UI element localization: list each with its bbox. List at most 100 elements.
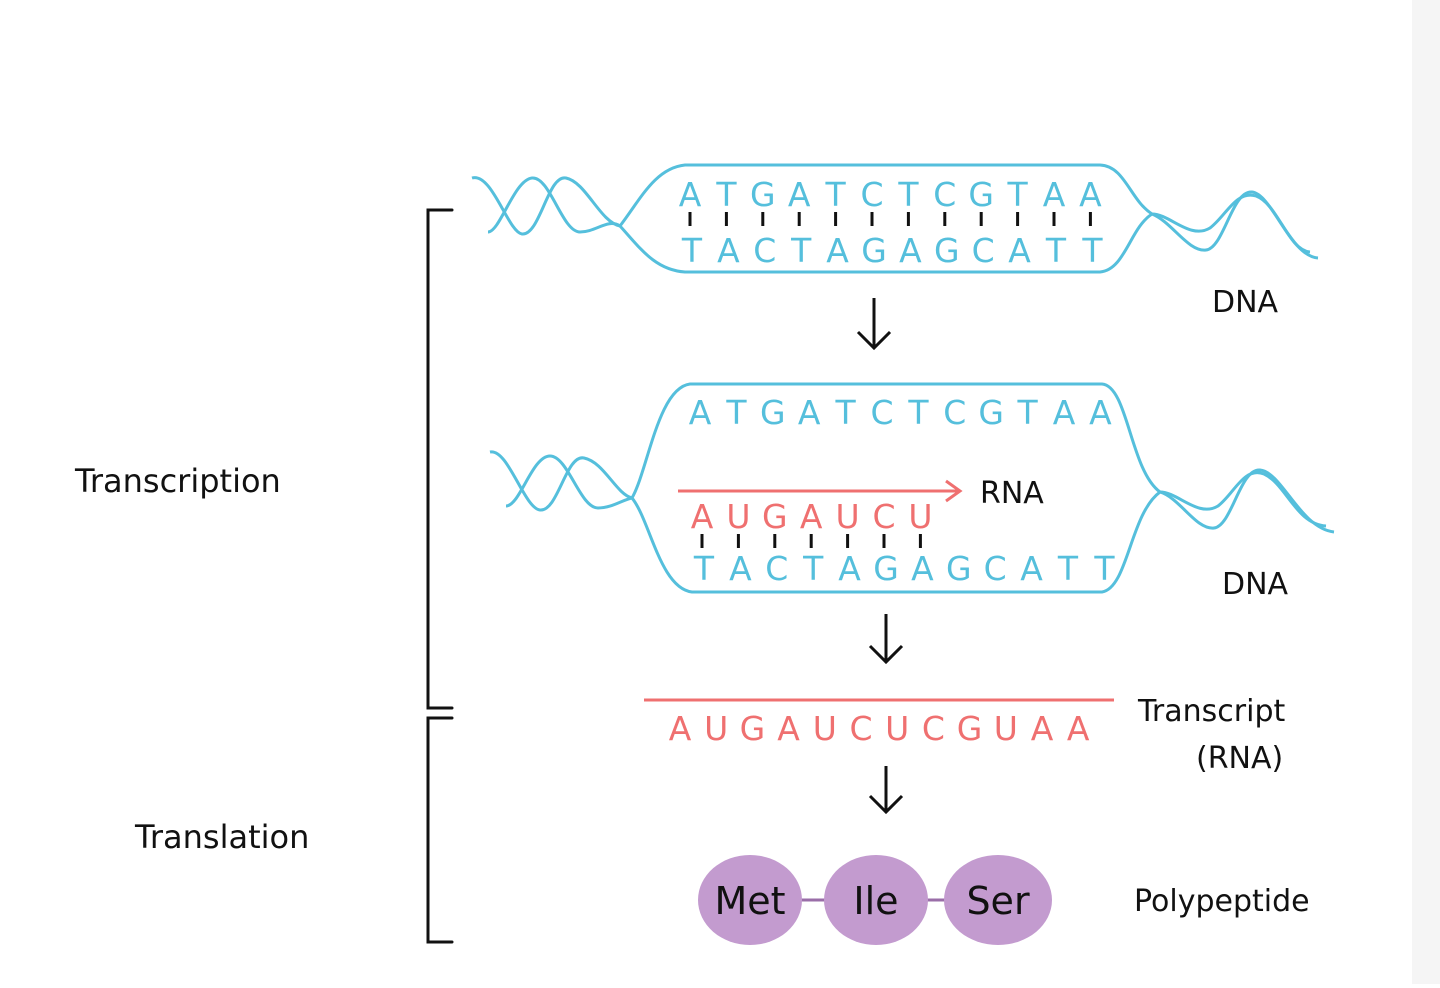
dna2-top-base: G (760, 393, 786, 432)
dna2-bottom-base: C (984, 549, 1007, 588)
dna2-rna-base: U (908, 497, 932, 536)
dna1-bottom-base: T (681, 231, 703, 270)
translation-label: Translation (134, 818, 309, 856)
dna2-bottom-base: C (765, 549, 788, 588)
transcript-label-line2: (RNA) (1196, 741, 1283, 776)
polypeptide-chain: Met Ile Ser (698, 855, 1052, 945)
transcript-base: U (813, 709, 837, 748)
dna1-top-base: G (750, 175, 776, 214)
dna2-bottom-base: A (838, 549, 861, 588)
dna2-rna-base: U (836, 497, 860, 536)
dna2-rna-base: A (800, 497, 823, 536)
dna2-top-base: T (1017, 393, 1039, 432)
dna1-bottom-base: T (790, 231, 812, 270)
amino-acid-ile (824, 855, 928, 945)
transcript-base: U (704, 709, 728, 748)
dna2-left-tail-a (489, 450, 633, 512)
dna2-rna-base: A (691, 497, 714, 536)
dna1-top-base: T (1007, 175, 1029, 214)
dna2-bottom-base: G (873, 549, 899, 588)
transcript-label-line1: Transcript (1137, 694, 1285, 729)
transcript-base: A (669, 709, 692, 748)
translation-bracket (426, 716, 454, 944)
rna-synthesis-arrow (678, 479, 963, 503)
amino-acid-ser (944, 855, 1052, 945)
transcription-bracket (426, 208, 454, 710)
dna1-top-base: A (1079, 175, 1102, 214)
dna2-bottom-base: A (729, 549, 752, 588)
down-arrow-1 (856, 298, 892, 351)
dna2-right-tail-b (1159, 471, 1327, 528)
dna2-bottom-base: T (802, 549, 824, 588)
dna1-top-base: T (715, 175, 737, 214)
dna1-bottom-base: A (826, 231, 849, 270)
dna2-top-base: T (907, 393, 929, 432)
dna2-bottom-base: A (911, 549, 934, 588)
polypeptide-label: Polypeptide (1134, 884, 1310, 919)
amino-acid-ile-label: Ile (853, 879, 898, 923)
transcript-base: A (777, 709, 800, 748)
dna1-left-tail-a (471, 176, 621, 236)
transcript-base: G (957, 709, 983, 748)
dna1-bottom-base: A (899, 231, 922, 270)
dna1-top-base: C (860, 175, 883, 214)
transcript-base: A (1031, 709, 1054, 748)
dna2-top-base: T (725, 393, 747, 432)
dna2-label: DNA (1222, 567, 1289, 602)
dna2-top-base: A (1053, 393, 1076, 432)
dna2-rna-base: G (762, 497, 788, 536)
transcript-base: C (849, 709, 872, 748)
dna1-base-pairs (688, 212, 1092, 226)
dna2-bottom-base: G (946, 549, 972, 588)
dna2-top-base: A (689, 393, 712, 432)
dna1-right-tail-b (1151, 193, 1311, 254)
dna1-left-tail-b (487, 176, 621, 234)
dna2-rna-base: C (872, 497, 895, 536)
transcript-base: U (994, 709, 1018, 748)
dna1-top-base: A (788, 175, 811, 214)
dna1-top-base: A (679, 175, 702, 214)
dna1-bottom-base: C (753, 231, 776, 270)
dna2-top-base: T (835, 393, 857, 432)
dna1-top-base: T (897, 175, 919, 214)
dna2-rna-base: U (726, 497, 750, 536)
dna2-left-tail-b (505, 454, 633, 510)
dna2-bottom-base: T (1093, 549, 1115, 588)
dna1-top-base: T (825, 175, 847, 214)
dna2-bottom-base: T (1057, 549, 1079, 588)
dna2-base-pairs (700, 534, 922, 548)
dna2-top-base: A (1089, 393, 1112, 432)
dna2-right-tail-a (1159, 468, 1335, 534)
dna1-bottom-base: A (1008, 231, 1031, 270)
dna1-bottom-base: C (972, 231, 995, 270)
dna1-bottom-base: A (717, 231, 740, 270)
amino-acid-met-label: Met (714, 879, 785, 923)
dna1-top-base: A (1043, 175, 1066, 214)
dna1-bottom-base: T (1045, 231, 1067, 270)
dna2-bubble (630, 382, 1163, 594)
transcript-base: C (922, 709, 945, 748)
dna1-top-base: C (933, 175, 956, 214)
dna2-top-base: C (943, 393, 966, 432)
down-arrow-2 (868, 614, 904, 665)
dna2-top-base: G (978, 393, 1004, 432)
amino-acid-ser-label: Ser (966, 879, 1030, 923)
dna1-top-base: G (968, 175, 994, 214)
dna1-bottom-base: T (1081, 231, 1103, 270)
page-edge-strip (1412, 0, 1440, 984)
amino-acid-met (698, 855, 802, 945)
dna2-bottom-base: A (1020, 549, 1043, 588)
dna1-label: DNA (1212, 285, 1279, 320)
rna-label: RNA (980, 476, 1044, 511)
dna2-top-base: C (870, 393, 893, 432)
dna2-bottom-base: T (693, 549, 715, 588)
